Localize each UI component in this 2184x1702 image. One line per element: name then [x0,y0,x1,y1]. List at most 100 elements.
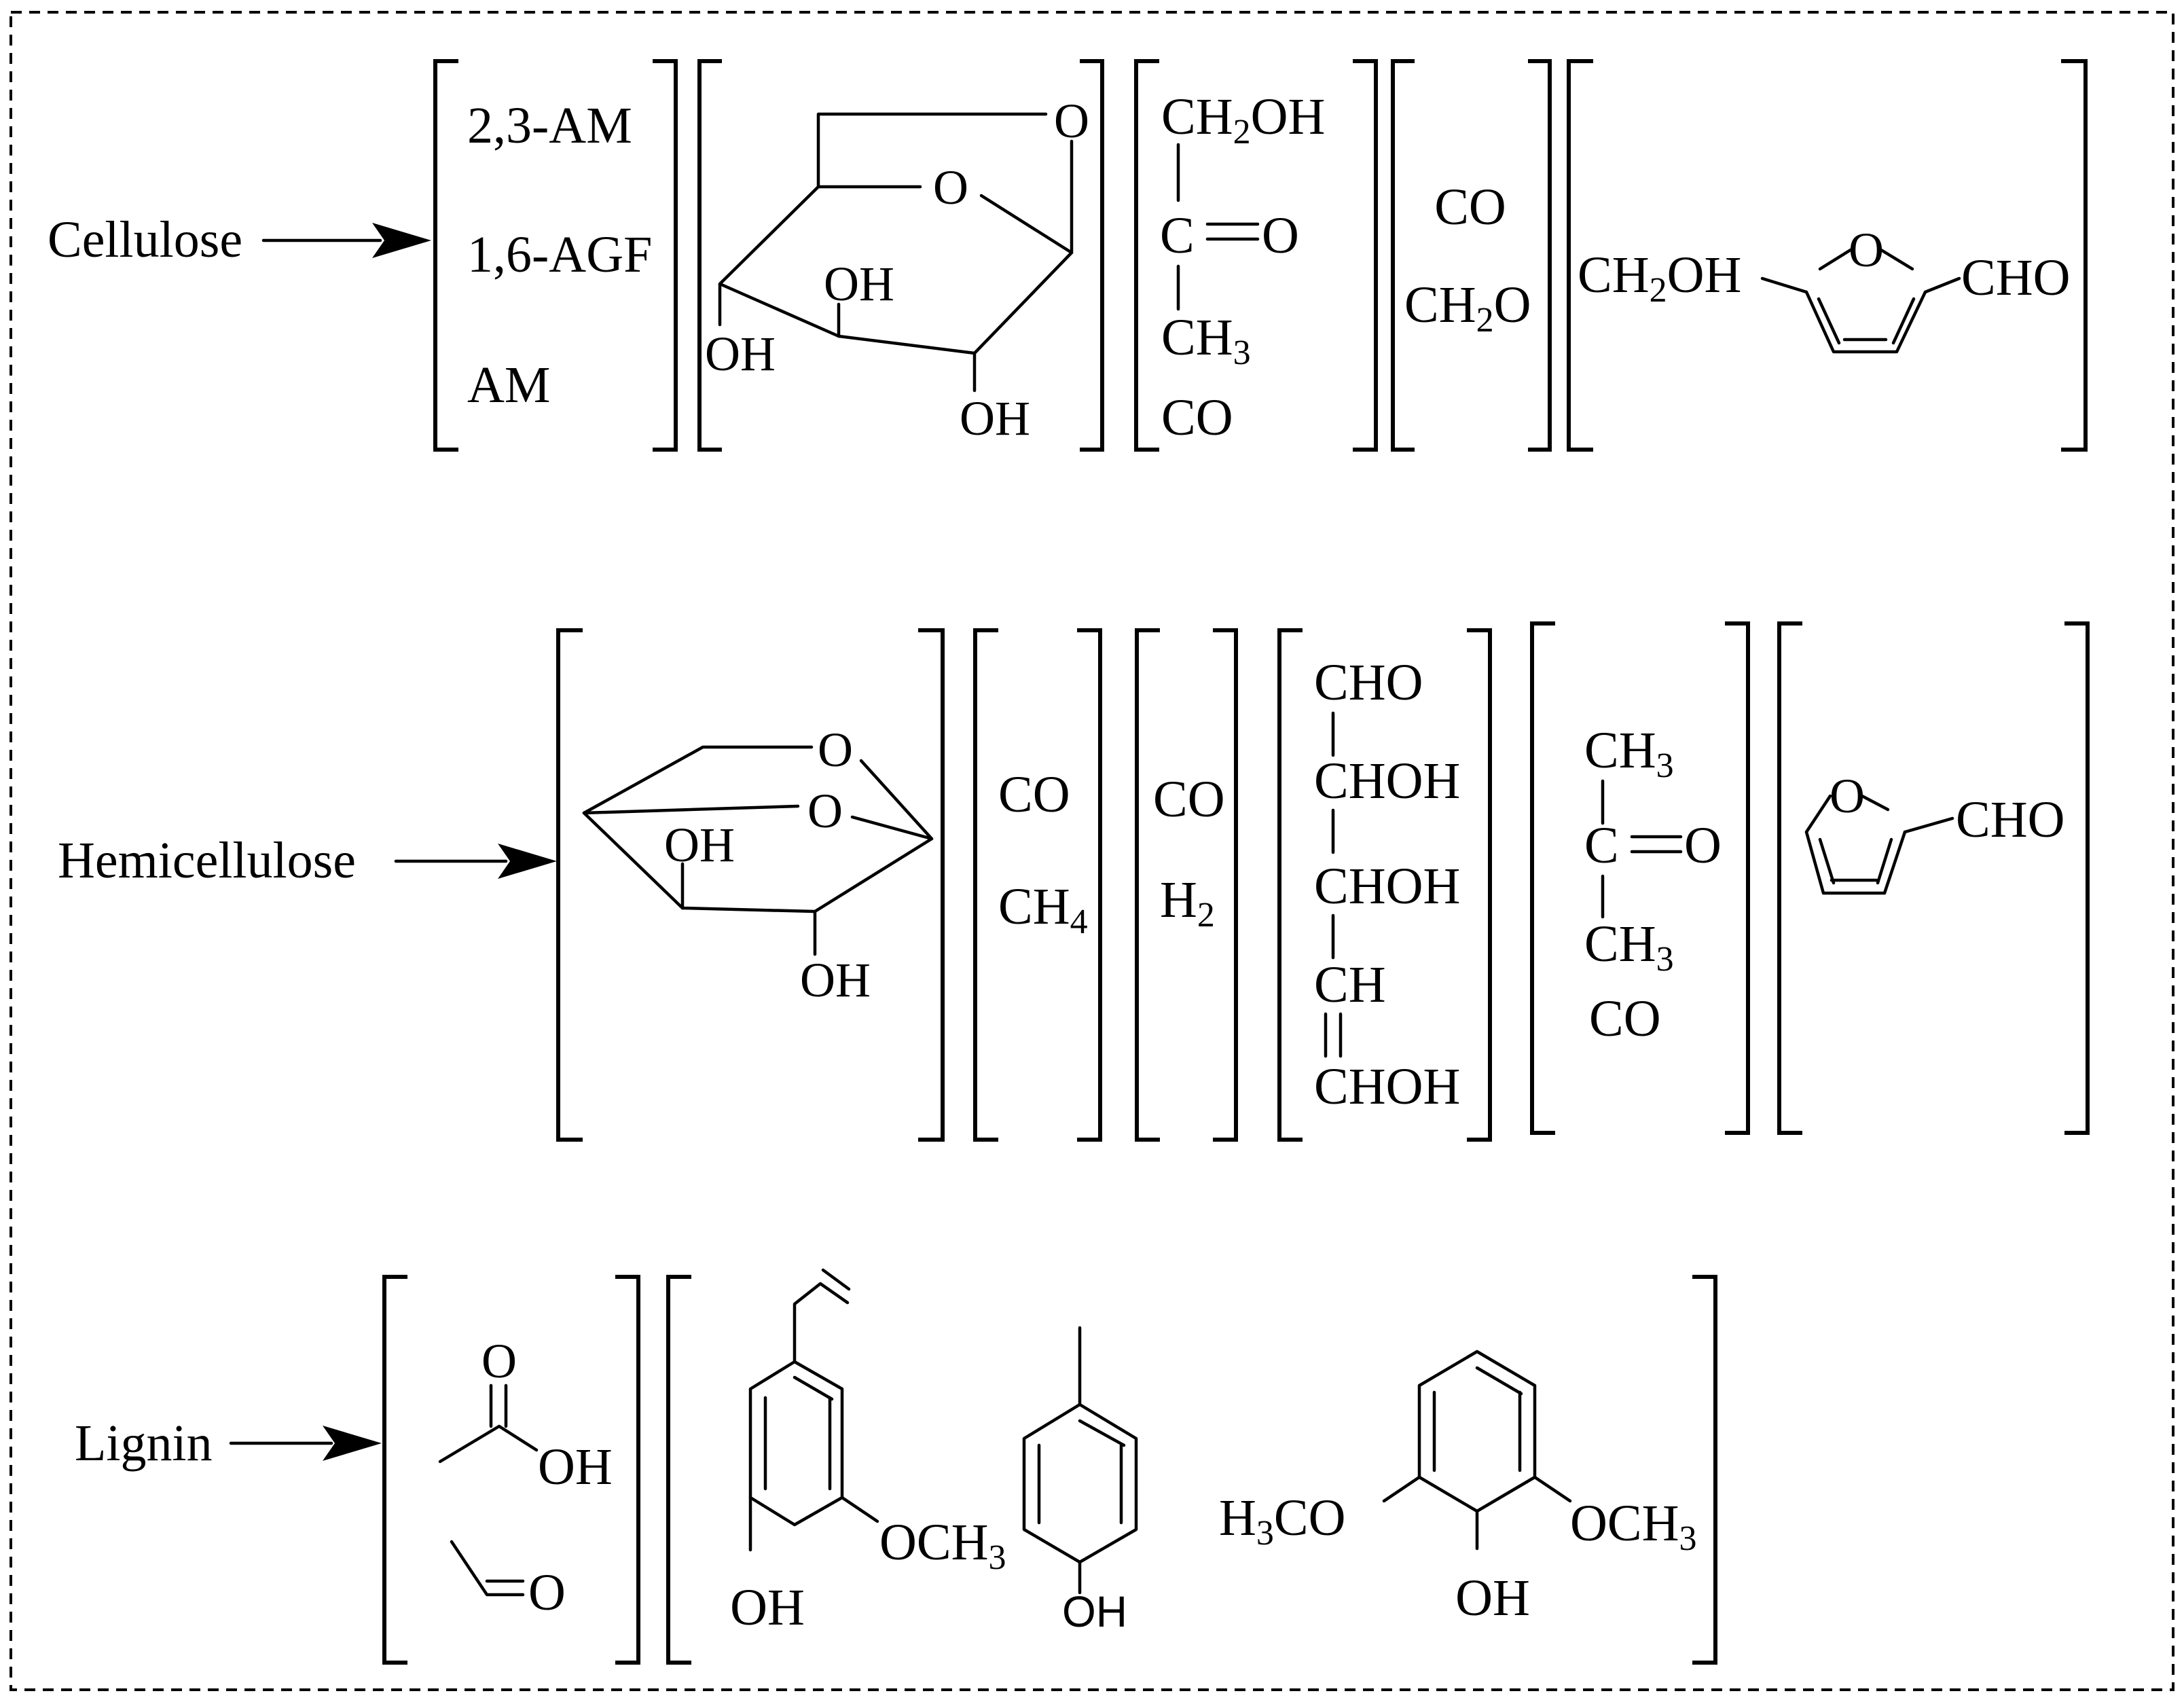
benzene-inner-bonds [763,1375,834,1491]
pyranose-ring [718,185,1074,355]
hemicellulose-label: Hemicellulose [58,832,356,889]
acetic-acid-carbonyl-oxygen: O [481,1334,517,1388]
chain-choh-2: CHOH [1314,858,1460,915]
cellulose-arrow-head [372,223,431,258]
bracket-right [615,1275,640,1665]
hydroxyl-c4: OH [960,391,1030,446]
hemicellulose-acetone-group: CH3 C O CH3 CO [1530,621,1750,1135]
bracket-right [918,628,945,1142]
hemicellulose-gas-group-a: CO CH4 [973,628,1102,1142]
acetaldehyde-oxygen: O [528,1564,566,1621]
benzene-ring [1417,1350,1537,1513]
furan-ring [1804,248,1927,354]
dashed-frame [10,11,2174,1691]
bracket-right [1467,628,1492,1142]
hemicellulose-chain-group: CHO CHOH CHOH CH CHOH [1277,628,1492,1142]
methoxy-right-bond [1533,1475,1572,1503]
bracket-right [1725,621,1750,1135]
p-cresol: OH [1022,1326,1138,1636]
methane-ch4: CH4 [998,878,1088,941]
hydroxyl-oh: OH [1062,1587,1127,1636]
furan-oxygen: O [1830,769,1865,823]
methyl-top: CH3 [1584,722,1674,785]
bond-ch2oh-ring [1760,276,1808,294]
methyl-bottom: CH3 [1584,916,1674,979]
carbonyl-carbon: C [1584,817,1619,874]
bracket-left [1134,59,1159,452]
furan-double-bonds [1818,837,1893,885]
cellulose-gas-group: CO CH2O [1391,59,1552,452]
formaldehyde-ch2o: CH2O [1404,276,1531,340]
bracket-right [1692,1275,1717,1665]
chain-choh-1: CHOH [1314,753,1460,810]
vinyl-chain [793,1282,850,1364]
syringol: H3CO OCH3 OH [1219,1350,1696,1627]
bracket-left [556,628,583,1142]
furan-ring [1804,794,1907,895]
acetic-acid-skeleton [438,1424,539,1464]
acetic-acid-hydroxyl: OH [538,1438,613,1496]
carbonyl-oxygen: O [1684,817,1722,874]
hydroxyl-c3: OH [705,327,776,381]
carbon-monoxide: CO [998,766,1070,823]
chain-ch: CH [1314,956,1386,1013]
bracket-right [1353,59,1378,452]
chain-choh-3: CHOH [1314,1058,1460,1115]
bracket-left [1135,628,1160,1142]
carbonyl-oxygen: O [1262,207,1299,264]
bracket-left [1530,621,1555,1135]
carbonyl-carbon: C [1160,207,1195,264]
bracket-left [1391,59,1415,452]
bridge-top [582,745,814,815]
ring-oxygen-bonds [582,804,934,841]
bridge-oxygen: O [1054,94,1089,148]
furan-double-bonds [1817,297,1916,345]
hemicellulose-gas-group-b: CO H2 [1135,628,1238,1142]
bracket-left [697,59,722,452]
bracket-left [666,1275,691,1665]
abbrev-am: AM [467,357,550,414]
abbrev-23-am: 2,3-AM [467,97,632,154]
carbon-monoxide: CO [1161,389,1233,446]
vinyl-double-bond [821,1268,851,1291]
lignin-small-oxygenates-group: O OH O [382,1275,640,1665]
abbrev-16-agf: 1,6-AGF [467,226,652,283]
anhydro-bridge [816,112,1048,189]
carbon-monoxide: CO [1589,990,1661,1047]
bond-ring-cho [1923,276,1961,294]
benzene-inner-bonds [1037,1419,1126,1525]
methoxy-left-bond [1382,1475,1421,1503]
hemicellulose-furfural-group: O CHO [1777,621,2090,1135]
methoxy-h3co: H3CO [1219,1489,1345,1553]
hydroxyl-oh: OH [1455,1570,1530,1627]
bridge-oxygen: O [818,723,853,777]
bracket-left [382,1275,407,1665]
aldehyde-cho: CHO [1961,249,2070,306]
hemicellulose-anhydrosugar-structure: O O OH OH [556,628,945,1142]
cellulose-hydroxyacetone-group: CH2OH C O CH3 CO [1134,59,1378,452]
hydroxyl-c2: OH [824,257,894,311]
bracket-right [2064,621,2090,1135]
carbon-monoxide: CO [1434,179,1506,236]
bond-ring-cho [1903,816,1954,834]
methoxy-bond [840,1496,879,1523]
methyl-ch3: CH3 [1161,309,1251,372]
benzene-inner-bonds [1432,1366,1523,1472]
benzene-ring [1022,1402,1138,1564]
chain-cho: CHO [1314,654,1423,711]
bracket-right [1077,628,1102,1142]
methoxy-och3: OCH3 [1570,1495,1696,1558]
ring-oxygen: O [933,160,968,215]
bracket-right [2061,59,2088,452]
bracket-right [653,59,678,452]
cellulose-abbreviation-group: 2,3-AM 1,6-AGF AM [433,59,678,452]
hydrogen-h2: H2 [1160,871,1215,935]
lignin-arrow-head [323,1426,382,1461]
ring-oxygen: O [807,784,843,838]
bracket-right [1213,628,1238,1142]
cellulose-label: Cellulose [48,211,242,268]
bracket-left [1777,621,1802,1135]
bracket-right [1528,59,1552,452]
hydroxymethyl-ch2oh: CH2OH [1161,88,1325,151]
